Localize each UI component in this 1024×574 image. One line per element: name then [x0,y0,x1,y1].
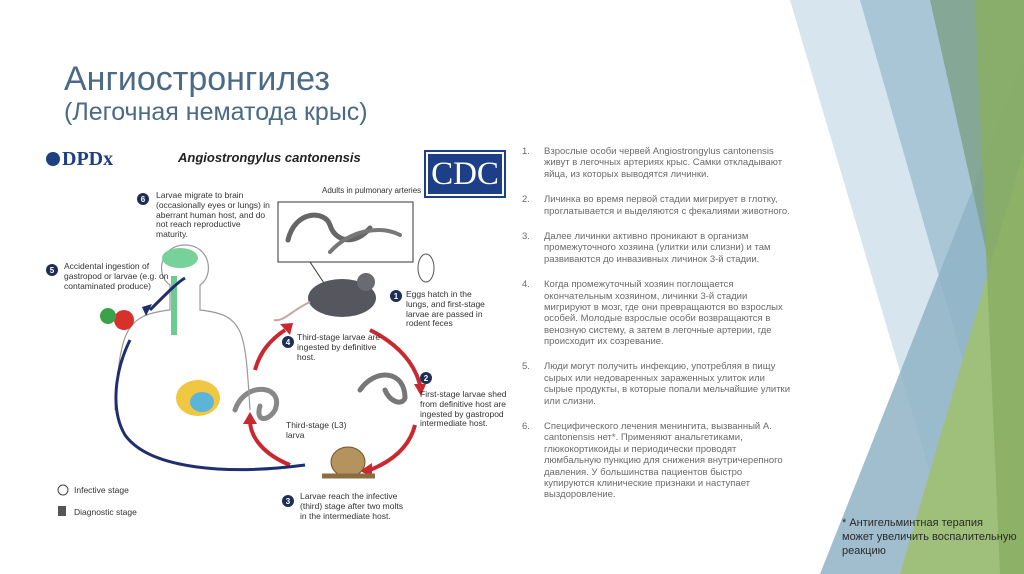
cycle-arrow-4 [253,328,287,371]
step-item: 4. Когда промежуточный хозяин поглощается… [522,279,792,347]
step-item: 3. Далее личинки активно проникают в орга… [522,231,792,265]
snail-icon [330,446,366,478]
cycle-arrow-1 [369,328,422,386]
microscope-icon [58,506,66,516]
produce-icon [114,310,134,330]
l3-larva-label: Third-stage (L3) larva [286,420,347,440]
step-number: 6. [522,421,530,433]
diagram-title: Angiostrongylus cantonensis [178,150,361,165]
cycle-arrow-3 [248,419,291,467]
footnote: * Антигельминтная терапия может увеличит… [842,517,1017,557]
stage1-label: Eggs hatch in the lungs, and first-stage… [406,289,485,329]
adults-label: Adults in pulmonary arteries [322,186,422,195]
cdc-logo: CDC [424,150,506,198]
step-item: 6. Специфического лечения менингита, вызв… [522,421,792,501]
stage4-number: 4 [282,336,294,348]
step-number: 4. [522,279,530,291]
stage2-label: First-stage larvae shed from definitive … [420,389,507,429]
stage3-number: 3 [282,495,294,507]
adult-worm-1 [285,212,373,243]
step-number: 5. [522,361,530,373]
step-text: Люди могут получить инфекцию, употребляя… [544,361,791,407]
stage6-number: 6 [137,193,149,205]
rat-icon [308,279,376,317]
stage5-label: Accidental ingestion of gastropod or lar… [64,261,169,291]
step-number: 1. [522,146,530,157]
larva-stage2-icon [357,372,408,405]
step-number: 2. [522,194,530,206]
return-arrow [114,339,306,472]
step-text: Специфического лечения менингита, вызван… [544,421,783,501]
step-text: Личинка во время первой стадии мигрирует… [544,194,790,217]
stage3-label: Larvae reach the infective (third) stage… [300,491,403,521]
stage6-label: Larvae migrate to brain (occasionally ey… [156,190,270,240]
life-cycle-diagram: 1 [57,201,435,516]
step-text: Взрослые особи червей Angiostrongylus ca… [544,146,783,180]
step-text: Когда промежуточный хозяин поглощается о… [544,279,783,348]
svg-text:1: 1 [394,292,399,301]
page-subtitle: (Легочная нематода крыс) [64,98,368,126]
step-item: 2. Личинка во время первой стадии мигриру… [522,194,792,217]
stage2-number: 2 [420,372,432,384]
step-number: 3. [522,230,530,242]
dpdx-logo-text: DPDx [62,148,114,170]
dpdx-logo: DPDx [46,148,113,171]
adult-worm-2 [328,228,402,254]
step-text: Далее личинки активно проникают в органи… [544,230,771,265]
page-title: Ангиостронгилез [64,60,330,98]
legend-infective: Infective stage [74,485,129,495]
stage4-label: Third-stage larvae are ingested by defin… [297,332,381,362]
egg-icon [417,253,435,283]
biohazard-icon [57,484,69,496]
legend-diagnostic: Diagnostic stage [74,507,137,517]
l3-larva-icon [232,386,280,421]
steps-list: 1. Взрослые особи червей Angiostrongylus … [522,146,792,515]
dpdx-logo-mark [46,152,60,166]
step-item: 5. Люди могут получить инфекцию, употребл… [522,361,792,407]
stage5-number: 5 [46,264,58,276]
infection-arrow [148,276,186,312]
step-item: 1. Взрослые особи червей Angiostrongylus … [522,146,792,180]
cycle-arrow-2 [369,424,417,472]
